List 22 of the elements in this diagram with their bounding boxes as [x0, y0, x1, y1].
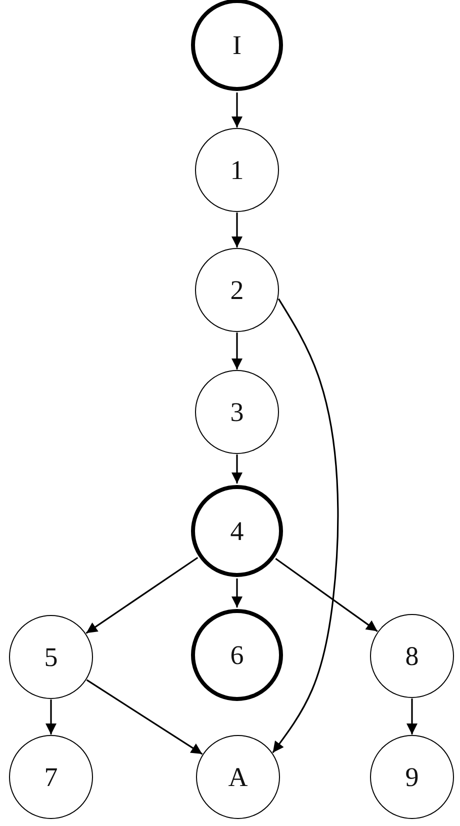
- arrow: [232, 212, 242, 248]
- state-label: 6: [230, 642, 244, 668]
- state-label: 7: [44, 764, 58, 790]
- state-label: 1: [230, 156, 244, 184]
- arrow: [232, 332, 242, 370]
- arrow: [272, 298, 339, 754]
- state-label: 5: [44, 644, 58, 670]
- arrow: [232, 92, 242, 128]
- state-label: A: [228, 764, 248, 790]
- arrow: [86, 556, 198, 634]
- state-label: 3: [230, 398, 244, 426]
- state-label: 2: [230, 276, 244, 304]
- state-label: I: [232, 32, 242, 58]
- arrow: [86, 679, 203, 755]
- arrow: [46, 700, 56, 734]
- state-label: 4: [230, 518, 244, 544]
- arrow: [232, 578, 242, 608]
- arrow: [232, 454, 242, 484]
- state-label: 9: [405, 764, 419, 790]
- state-label: 8: [405, 642, 419, 670]
- arrow: [406, 698, 418, 734]
- arrow: [275, 558, 378, 632]
